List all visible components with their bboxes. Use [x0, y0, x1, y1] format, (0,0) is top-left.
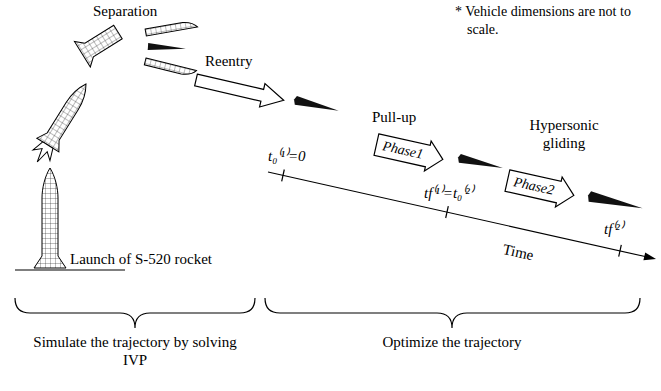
brace [265, 298, 640, 328]
phase-name: Phase1 [381, 135, 426, 165]
time-label: tf⁽²⁾ [604, 220, 623, 238]
brace [15, 298, 255, 328]
stage-label: Separation [93, 2, 157, 20]
stage-label: Launch of S-520 rocket [70, 250, 212, 268]
fairing-upper [145, 20, 197, 36]
exhaust-flame [29, 140, 57, 168]
phase-label: Pull-up [372, 108, 416, 126]
phase-name: Phase2 [512, 171, 557, 201]
reentry-arrow [193, 68, 286, 112]
tick-mark [619, 245, 622, 257]
ground-line [15, 269, 125, 270]
glide-vehicle [148, 43, 186, 53]
tick-mark [282, 170, 285, 182]
block-arrow-shape [504, 166, 577, 211]
glide-vehicle [293, 96, 340, 116]
fairing-lower [144, 58, 196, 77]
tick-mark [446, 206, 449, 218]
block-arrow-shape [373, 130, 446, 175]
phase-label: Hypersonic gliding [512, 116, 616, 152]
launch-rocket [34, 168, 66, 268]
bracket-label: Optimize the trajectory [340, 333, 564, 351]
phase-label: Reentry [205, 52, 252, 70]
time-axis [268, 172, 645, 257]
arrowhead [643, 253, 656, 261]
note: * Vehicle dimensions are not to scale. [455, 3, 647, 39]
glide-vehicle [587, 191, 644, 214]
time-label: tf⁽¹⁾=t₀⁽²⁾ [424, 184, 473, 202]
phase-arrow: Phase2 [504, 165, 579, 211]
bracket-label: Simulate the trajectory by solving IVP [30, 333, 240, 369]
axis-label: Time [501, 240, 535, 264]
glide-vehicle [457, 154, 504, 173]
time-label: t₀⁽¹⁾=0 [268, 147, 306, 165]
spent-stage [74, 19, 126, 67]
phase-arrow: Phase1 [373, 129, 448, 175]
ascending-rocket [26, 77, 97, 169]
